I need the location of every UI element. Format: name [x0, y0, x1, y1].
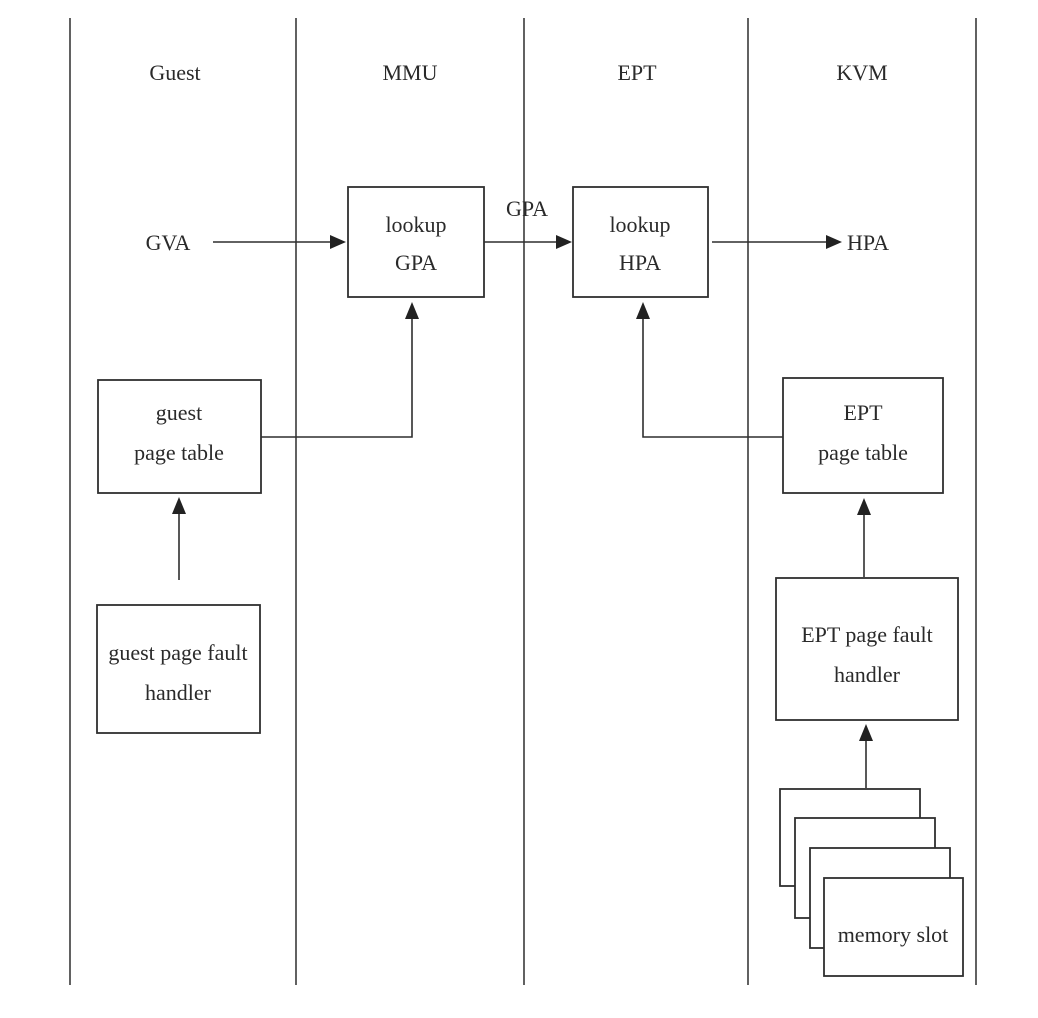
ept-page-table-line-2: page table: [818, 440, 908, 465]
lane-title-guest: Guest: [149, 60, 200, 85]
lane-title-mmu: MMU: [382, 60, 437, 85]
lane-title-kvm: KVM: [836, 60, 887, 85]
ept-page-fault-handler-box: EPT page fault handler: [775, 577, 959, 721]
memory-slot-stack: memory slot: [779, 788, 964, 977]
gpa-label: GPA: [506, 196, 548, 221]
lookup-gpa-line-1: lookup: [385, 212, 446, 237]
ept-page-table-to-lookup-hpa-connector: [642, 318, 783, 438]
ept-page-table-arrowhead: [636, 302, 650, 319]
guest-page-fault-handler-line-2: handler: [145, 680, 212, 705]
lookup-gpa-box: lookup GPA: [347, 186, 485, 298]
guest-fault-arrowhead: [172, 497, 186, 514]
ept-page-fault-handler-line-1: EPT page fault: [801, 622, 933, 647]
ept-page-table-box: EPT page table: [782, 377, 944, 494]
lookup-hpa-box: lookup HPA: [572, 186, 709, 298]
lookup-gpa-line-2: GPA: [395, 250, 437, 275]
memory-slot-label: memory slot: [838, 922, 949, 947]
hpa-arrowhead: [826, 235, 842, 249]
memory-slot-card-4: [823, 877, 964, 977]
ept-fault-arrowhead: [857, 498, 871, 515]
hpa-label: HPA: [847, 230, 889, 255]
guest-page-table-line-2: page table: [134, 440, 224, 465]
ept-page-fault-handler-line-2: handler: [834, 662, 901, 687]
gva-label: GVA: [146, 230, 191, 255]
guest-page-table-to-lookup-gpa-connector: [261, 318, 413, 438]
guest-page-fault-handler-line-1: guest page fault: [108, 640, 247, 665]
lane-title-ept: EPT: [617, 60, 657, 85]
gpa-arrowhead: [556, 235, 572, 249]
guest-page-table-arrowhead: [405, 302, 419, 319]
lookup-hpa-line-2: HPA: [619, 250, 661, 275]
memory-slot-arrowhead: [859, 724, 873, 741]
lookup-hpa-line-1: lookup: [609, 212, 670, 237]
guest-page-table-line-1: guest: [156, 400, 202, 425]
guest-page-fault-handler-box: guest page fault handler: [96, 604, 261, 734]
gva-arrowhead: [330, 235, 346, 249]
guest-page-table-box: guest page table: [97, 379, 262, 494]
ept-page-table-line-1: EPT: [843, 400, 883, 425]
